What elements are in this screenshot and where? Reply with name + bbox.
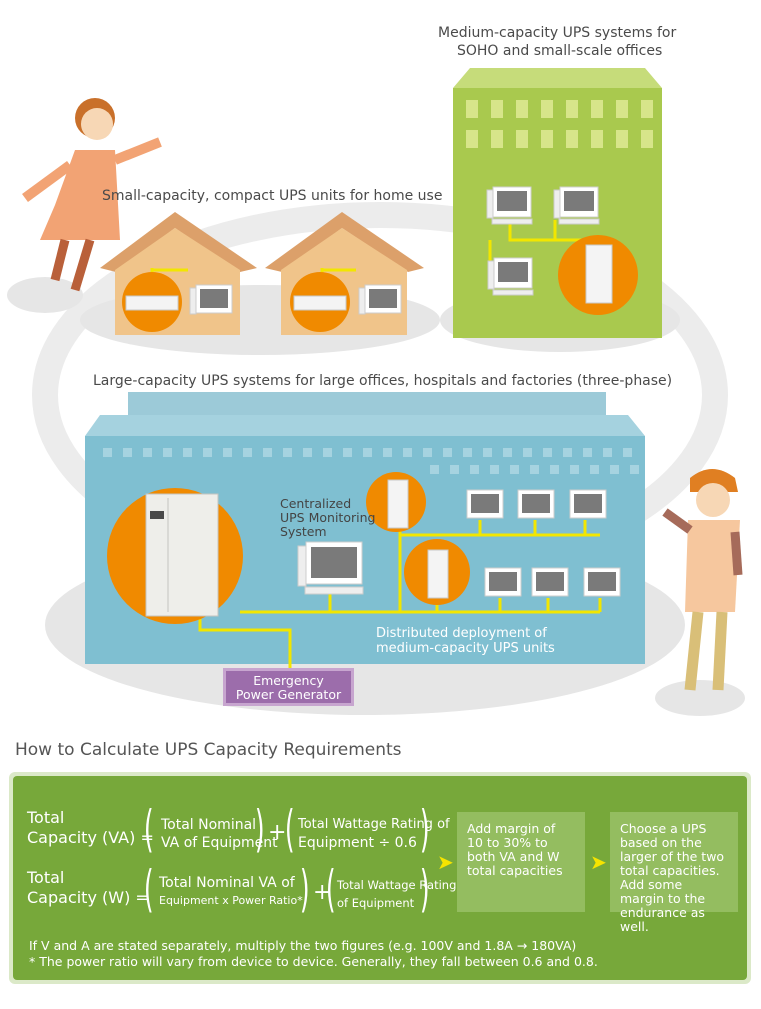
va-term2-line1: Total Wattage Rating of: [298, 817, 450, 832]
medium-capacity-label-line2: SOHO and small-scale offices: [457, 43, 663, 59]
office-computer-1: [486, 186, 533, 225]
ground-shadow-woman: [7, 277, 83, 313]
distributed-label-1: Distributed deployment of: [376, 626, 547, 641]
w-paren-close-1: ): [299, 860, 310, 918]
w-term2-line2: of Equipment: [337, 896, 415, 910]
centralized-label-1: Centralized: [280, 496, 352, 511]
va-paren-open-2: (: [284, 800, 295, 858]
calc-section-title: How to Calculate UPS Capacity Requiremen…: [15, 740, 402, 760]
centralized-label-3: System: [280, 524, 327, 539]
medium-office-building: [453, 68, 662, 338]
va-paren-close-2: ): [419, 800, 430, 858]
small-capacity-label: Small-capacity, compact UPS units for ho…: [102, 188, 443, 204]
monitoring-computer: [297, 541, 364, 595]
va-paren-close-1: ): [254, 800, 265, 858]
large-capacity-label: Large-capacity UPS systems for large off…: [93, 373, 673, 389]
va-term1: Total Nominal VA of Equipment: [161, 816, 278, 852]
va-term2-line2: Equipment ÷ 0.6: [298, 835, 417, 851]
distributed-label-2: medium-capacity UPS units: [376, 641, 555, 656]
w-term1-line2: Equipment x Power Ratio*: [159, 894, 303, 907]
w-paren-open-2: (: [325, 860, 336, 918]
ground-shadow-man: [655, 680, 745, 716]
emergency-power-generator: Emergency Power Generator: [223, 668, 354, 706]
woman-figure: [22, 98, 162, 292]
w-paren-close-2: ): [419, 860, 430, 918]
w-paren-open-1: (: [143, 860, 154, 918]
va-label-line1: Total: [27, 808, 65, 827]
step-add-margin: Add margin of 10 to 30% to both VA and W…: [457, 812, 585, 912]
w-plus: +: [313, 880, 332, 905]
step-choose-ups: Choose a UPS based on the larger of the …: [610, 812, 738, 934]
large-building: [85, 392, 645, 670]
calc-panel: Total Capacity (VA) = ( Total Nominal VA…: [9, 772, 751, 984]
arrow-to-step1: ➤: [437, 850, 454, 874]
va-label-line2: Capacity (VA) =: [27, 828, 154, 847]
w-term2-line1: Total Wattage Rating: [337, 878, 457, 892]
office-computer-2: [553, 186, 600, 225]
arrow-to-step2: ➤: [590, 850, 607, 874]
ups-deployment-illustration: [7, 68, 745, 716]
w-label-line2: Capacity (W) =: [27, 888, 149, 907]
centralized-label-2: UPS Monitoring: [280, 510, 376, 525]
w-term1: Total Nominal VA of Equipment x Power Ra…: [159, 874, 303, 910]
house-1: [100, 212, 257, 335]
medium-capacity-label-line1: Medium-capacity UPS systems for: [438, 25, 677, 41]
w-label: Total Capacity (W) =: [27, 868, 149, 908]
generator-label-1: Emergency: [253, 673, 324, 688]
va-label: Total Capacity (VA) =: [27, 808, 154, 848]
note-power-ratio: * The power ratio will vary from device …: [29, 954, 598, 969]
va-paren-open-1: (: [143, 800, 154, 858]
va-plus: +: [268, 820, 287, 845]
va-term2: Total Wattage Rating of Equipment ÷ 0.6: [298, 816, 450, 852]
w-label-line1: Total: [27, 868, 65, 887]
va-term1-line1: Total Nominal: [161, 817, 257, 833]
calc-panel-inner: Total Capacity (VA) = ( Total Nominal VA…: [13, 776, 747, 980]
va-term1-line2: VA of Equipment: [161, 835, 278, 851]
note-va-calc: If V and A are stated separately, multip…: [29, 938, 577, 953]
w-term1-line1: Total Nominal VA of: [159, 875, 295, 891]
generator-label-2: Power Generator: [235, 687, 342, 702]
w-term2: Total Wattage Rating of Equipment: [337, 876, 456, 912]
house-2: [265, 212, 424, 335]
man-figure: [662, 469, 743, 691]
office-computer-3: [487, 257, 534, 296]
